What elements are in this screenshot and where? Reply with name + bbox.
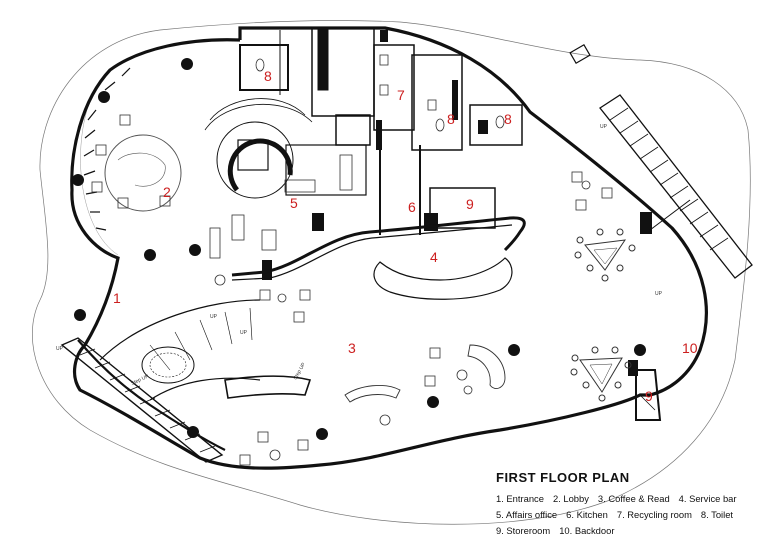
exterior-equipment-box (569, 43, 591, 65)
toilet-fixtures (255, 54, 505, 132)
lobby-slat-wall (83, 67, 131, 231)
site-boundary-line-inner (80, 94, 119, 256)
room-number-8-middle: 8 (447, 111, 455, 127)
service-bar-counter (373, 257, 513, 300)
stair-label-up-3: UP (56, 346, 64, 352)
room-number-5: 5 (290, 195, 298, 211)
triangle-dining-table-lower (570, 346, 632, 402)
stair-label-up-4: UP (600, 124, 608, 130)
legend-row1-entrance: 1. Entrance (496, 493, 544, 504)
site-boundary-line (32, 20, 751, 525)
legend-row1-lobby: 2. Lobby (552, 493, 589, 504)
legend-rows: 1. Entrance 2. Lobby 3. Coffee & Read 4.… (496, 493, 737, 536)
legend-row2-recycling-room: 7. Recycling room (616, 509, 692, 520)
stair-label-step-up-1: Step UP (130, 373, 150, 387)
room-number-1: 1 (113, 290, 121, 306)
plan-legend: FIRST FLOOR PLAN 1. Entrance 2. Lobby 3.… (496, 470, 758, 491)
room-number-9-lower: 9 (645, 388, 653, 404)
triangle-dining-table-upper (574, 228, 636, 282)
core-solid-blocks (262, 30, 652, 376)
ramp-stair (99, 299, 312, 401)
legend-row1-service-bar: 4. Service bar (678, 493, 737, 504)
plan-title: FIRST FLOOR PLAN (496, 470, 630, 485)
room-number-4: 4 (430, 249, 438, 265)
stair-label-up-1: UP (240, 330, 248, 336)
bar-counter-wall (231, 216, 526, 277)
core-walls (239, 27, 523, 235)
legend-row3-backdoor: 10. Backdoor (559, 525, 615, 536)
entrance-curve-wall (77, 339, 226, 451)
legend-row3-storeroom: 9. Storeroom (496, 525, 551, 536)
furniture-sofas (344, 344, 506, 403)
room-number-7: 7 (397, 87, 405, 103)
furniture-tables (214, 180, 591, 461)
spiral-stair (204, 98, 313, 199)
legend-row2-kitchen: 6. Kitchen (566, 509, 608, 520)
bar-counter-wall-outer (231, 224, 513, 281)
structural-columns (72, 58, 646, 440)
legend-row2-affairs-office: 5. Affairs office (496, 509, 558, 520)
room-number-6: 6 (408, 199, 416, 215)
furniture-chairs (91, 114, 613, 466)
room-number-8-left: 8 (264, 68, 272, 84)
office-furniture (209, 154, 353, 259)
backdoor-walls (635, 199, 691, 421)
stair-label-up-5: UP (655, 291, 663, 297)
legend-row1-coffee: 3. Coffee & Read (597, 493, 670, 504)
exterior-stair-right (599, 94, 753, 279)
room-number-10: 10 (682, 340, 698, 356)
room-number-2: 2 (163, 184, 171, 200)
room-number-9-upper: 9 (466, 196, 474, 212)
stair-label-up-2: UP (210, 314, 218, 320)
room-number-8-right: 8 (504, 111, 512, 127)
exterior-wall (70, 26, 708, 470)
legend-row2-toilet: 8. Toilet (700, 509, 734, 520)
room-number-3: 3 (348, 340, 356, 356)
